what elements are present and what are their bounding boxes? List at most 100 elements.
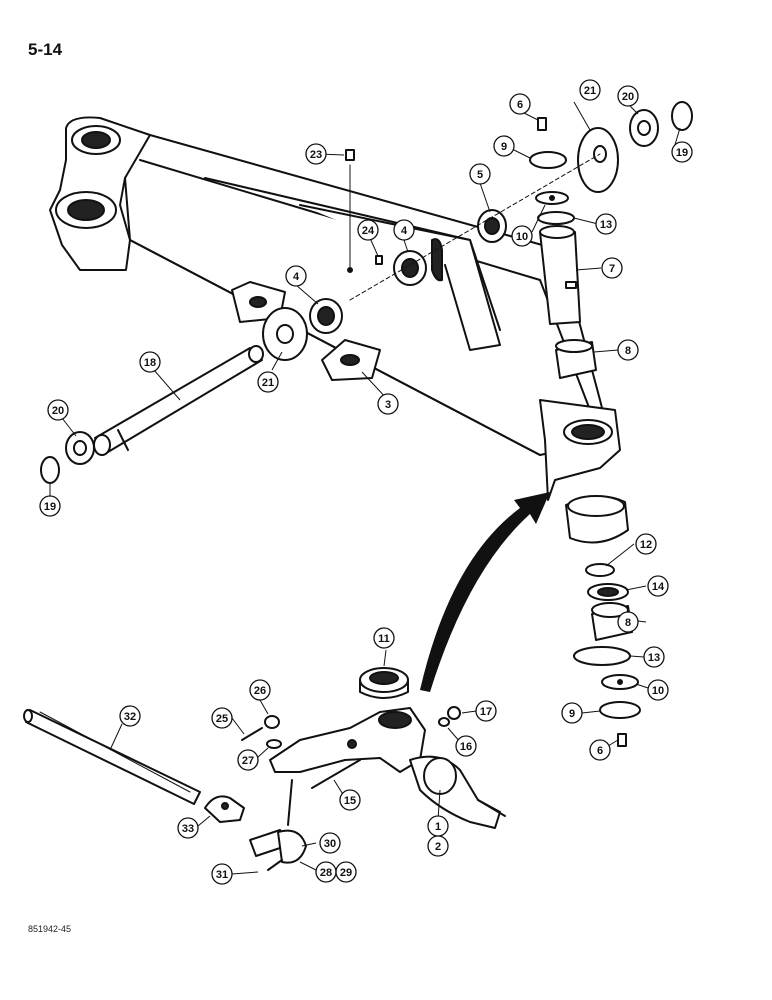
callout-circle: [285, 265, 307, 287]
callout-number: 20: [622, 91, 634, 103]
bearing-8-top: [555, 339, 597, 379]
callout-circle: [339, 789, 361, 811]
callout-number: 18: [144, 357, 156, 369]
callout-number: 9: [501, 141, 507, 153]
callout-number: 7: [609, 263, 615, 275]
callout-number: 29: [340, 867, 352, 879]
callout-11: 11: [373, 627, 395, 649]
callout-6: 6: [509, 93, 531, 115]
callout-1: 1: [427, 815, 449, 837]
callout-10: 10: [511, 225, 533, 247]
callout-circle: [47, 399, 69, 421]
callout-number: 4: [401, 225, 408, 237]
callout-number: 30: [324, 838, 336, 850]
callout-number: 17: [480, 706, 492, 718]
callout-9: 9: [561, 702, 583, 724]
callout-number: 10: [516, 231, 528, 243]
thrust-washer-21-right: [577, 127, 619, 193]
callout-circle: [249, 679, 271, 701]
callout-3: 3: [377, 393, 399, 415]
bolt-15: [311, 759, 361, 789]
bearing-14: [587, 583, 629, 601]
callout-number: 8: [625, 617, 631, 629]
snap-ring-19-left: [40, 456, 60, 484]
callout-number: 4: [293, 271, 300, 283]
callout-2: 2: [427, 835, 449, 857]
callout-23: 23: [305, 143, 327, 165]
callout-number: 24: [362, 225, 375, 237]
callout-circle: [427, 835, 449, 857]
callout-circle: [357, 219, 379, 241]
kingpin-7: [539, 225, 581, 325]
callout-circle: [139, 351, 161, 373]
callout-circle: [455, 735, 477, 757]
cap-10-bottom: [601, 674, 639, 690]
callout-number: 21: [262, 377, 274, 389]
callout-number: 3: [385, 399, 391, 411]
callout-4: 4: [393, 219, 415, 241]
callout-number: 28: [320, 867, 332, 879]
callout-circle: [493, 135, 515, 157]
washer-20-left: [65, 431, 95, 465]
callout-circle: [595, 213, 617, 235]
callout-circle: [39, 495, 61, 517]
callout-number: 8: [625, 345, 631, 357]
callout-number: 14: [652, 581, 665, 593]
callout-number: 13: [600, 219, 612, 231]
grease-fitting-6-bottom: [617, 733, 627, 747]
callout-number: 16: [460, 741, 472, 753]
callout-number: 12: [640, 539, 652, 551]
callout-12: 12: [635, 533, 657, 555]
callout-20: 20: [47, 399, 69, 421]
nut-17: [447, 706, 461, 720]
callout-circle: [601, 257, 623, 279]
callout-number: 26: [254, 685, 266, 697]
callout-28: 28: [315, 861, 337, 883]
callout-19: 19: [39, 495, 61, 517]
callout-circle: [119, 705, 141, 727]
grease-fitting-6-top: [537, 117, 547, 131]
o-ring-13-top: [537, 211, 575, 225]
seal-11: [359, 667, 409, 699]
callout-19: 19: [671, 141, 693, 163]
callout-15: 15: [339, 789, 361, 811]
callout-8: 8: [617, 339, 639, 361]
callout-circle: [671, 141, 693, 163]
lower-boss: [565, 495, 629, 544]
castle-nut-26: [264, 715, 280, 729]
callout-circle: [319, 832, 341, 854]
callout-number: 10: [652, 685, 664, 697]
tie-rod-tube-32: [23, 709, 201, 805]
callout-20: 20: [617, 85, 639, 107]
callout-number: 19: [44, 501, 56, 513]
callout-number: 9: [569, 708, 575, 720]
callout-circle: [469, 163, 491, 185]
o-ring-13-bottom: [573, 646, 631, 666]
callout-circle: [617, 85, 639, 107]
snap-ring-19-right: [671, 101, 693, 131]
washer-20-right: [629, 109, 659, 147]
callout-circle: [509, 93, 531, 115]
bushing-4-left: [309, 298, 343, 334]
callout-circle: [647, 575, 669, 597]
callout-number: 20: [52, 405, 64, 417]
grease-fitting-24: [375, 255, 383, 265]
callout-18: 18: [139, 351, 161, 373]
snap-ring-9-top: [529, 151, 567, 169]
callout-14: 14: [647, 575, 669, 597]
callout-number: 5: [477, 169, 483, 181]
callout-circle: [211, 707, 233, 729]
callout-circle: [579, 79, 601, 101]
callout-circle: [561, 702, 583, 724]
callout-number: 11: [378, 633, 390, 645]
callout-13: 13: [643, 646, 665, 668]
callout-number: 27: [242, 755, 254, 767]
callout-16: 16: [455, 735, 477, 757]
callout-6: 6: [589, 739, 611, 761]
callout-circle: [647, 679, 669, 701]
callout-circle: [373, 627, 395, 649]
callout-10: 10: [647, 679, 669, 701]
bushing-4-right: [393, 250, 427, 286]
pivot-pin: [93, 345, 264, 456]
